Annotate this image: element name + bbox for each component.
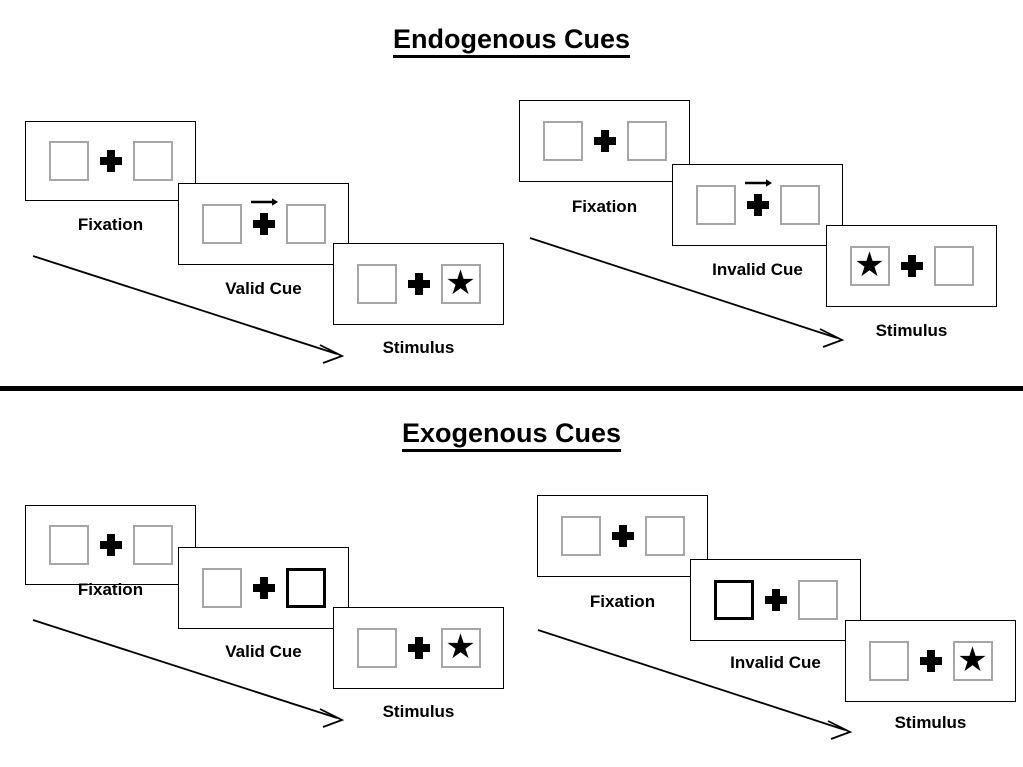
caption-exogenous-invalid-fixation: Fixation <box>589 592 656 611</box>
display-exogenous-valid-cue <box>201 568 326 608</box>
time-flow-arrow-icon <box>32 619 345 728</box>
right-box <box>626 121 667 161</box>
right-box <box>285 204 326 244</box>
left-box <box>356 264 397 304</box>
plus-icon <box>919 650 942 672</box>
section-title-endogenous-text: Endogenous Cues <box>392 24 630 58</box>
display-exogenous-valid-stimulus: ★ <box>356 627 481 668</box>
time-flow-arrow-icon <box>529 237 845 348</box>
star-icon: ★ <box>445 263 476 303</box>
right-box <box>797 580 838 620</box>
panel-endogenous-invalid-stimulus: ★ <box>826 225 997 307</box>
caption-exogenous-valid-cue: Valid Cue <box>225 642 302 661</box>
right-box: ★ <box>440 263 481 304</box>
panel-endogenous-valid-stimulus: ★ <box>333 243 504 325</box>
plus-icon <box>407 273 430 295</box>
panel-exogenous-invalid-stimulus: ★ <box>845 620 1016 702</box>
fixation-cross-slot <box>736 179 780 216</box>
right-box: ★ <box>440 627 481 668</box>
display-endogenous-valid-stimulus: ★ <box>356 263 481 304</box>
panel-exogenous-invalid-fixation <box>537 495 708 577</box>
plus-icon <box>252 213 275 235</box>
plus-icon <box>593 130 616 152</box>
fixation-cross-slot <box>397 637 441 659</box>
fixation-cross-slot <box>890 255 934 277</box>
panel-exogenous-valid-cue <box>178 547 349 629</box>
fixation-cross-slot <box>397 273 441 295</box>
caption-endogenous-valid-cue: Valid Cue <box>225 279 302 298</box>
panel-exogenous-invalid-cue <box>690 559 861 641</box>
right-box <box>132 141 173 181</box>
fixation-cross-slot <box>583 130 627 152</box>
left-box <box>48 525 89 565</box>
display-endogenous-valid-fixation <box>48 141 173 181</box>
display-endogenous-invalid-fixation <box>542 121 667 161</box>
caption-exogenous-invalid-cue: Invalid Cue <box>730 653 821 672</box>
caption-exogenous-valid-stimulus: Stimulus <box>382 702 455 721</box>
star-icon: ★ <box>854 245 885 285</box>
left-box <box>542 121 583 161</box>
section-divider <box>0 386 1023 391</box>
plus-icon <box>746 194 769 216</box>
caption-exogenous-invalid-stimulus: Stimulus <box>894 713 967 732</box>
left-box <box>356 628 397 668</box>
plus-icon <box>99 534 122 556</box>
fixation-cross-slot <box>89 534 133 556</box>
display-exogenous-invalid-stimulus: ★ <box>868 640 993 681</box>
caption-endogenous-valid-stimulus: Stimulus <box>382 338 455 357</box>
fixation-cross-slot <box>754 589 798 611</box>
panel-endogenous-valid-cue <box>178 183 349 265</box>
panel-exogenous-valid-stimulus: ★ <box>333 607 504 689</box>
section-title-exogenous-text: Exogenous Cues <box>401 418 622 452</box>
caption-exogenous-valid-fixation: Fixation <box>77 580 144 599</box>
fixation-cross-slot <box>242 198 286 235</box>
display-exogenous-valid-fixation <box>48 525 173 565</box>
left-box <box>695 185 736 225</box>
left-box-cued <box>713 580 754 620</box>
right-box <box>644 516 685 556</box>
plus-icon <box>764 589 787 611</box>
display-exogenous-invalid-fixation <box>560 516 685 556</box>
section-title-endogenous: Endogenous Cues <box>0 24 1023 58</box>
caption-endogenous-valid-fixation: Fixation <box>77 215 144 234</box>
panel-endogenous-valid-fixation <box>25 121 196 201</box>
arrow-right-icon <box>250 198 278 206</box>
panel-endogenous-invalid-cue <box>672 164 843 246</box>
right-box <box>132 525 173 565</box>
display-endogenous-invalid-stimulus: ★ <box>849 245 974 286</box>
fixation-cross-slot <box>601 525 645 547</box>
right-box-cued <box>285 568 326 608</box>
star-icon: ★ <box>445 627 476 667</box>
right-box <box>933 246 974 286</box>
arrow-right-icon <box>744 179 772 187</box>
display-endogenous-invalid-cue <box>695 179 820 225</box>
display-endogenous-valid-cue <box>201 198 326 244</box>
plus-icon <box>611 525 634 547</box>
caption-endogenous-invalid-cue: Invalid Cue <box>712 260 803 279</box>
left-box <box>201 568 242 608</box>
plus-icon <box>99 150 122 172</box>
left-box <box>560 516 601 556</box>
caption-endogenous-invalid-stimulus: Stimulus <box>875 321 948 340</box>
left-box <box>868 641 909 681</box>
right-box <box>779 185 820 225</box>
time-flow-arrow-icon <box>32 255 345 364</box>
plus-icon <box>407 637 430 659</box>
star-icon: ★ <box>957 640 988 680</box>
fixation-cross-slot <box>89 150 133 172</box>
left-box <box>201 204 242 244</box>
plus-icon <box>252 577 275 599</box>
caption-endogenous-invalid-fixation: Fixation <box>571 197 638 216</box>
section-title-exogenous: Exogenous Cues <box>0 418 1023 452</box>
plus-icon <box>900 255 923 277</box>
left-box: ★ <box>849 245 890 286</box>
panel-endogenous-invalid-fixation <box>519 100 690 182</box>
right-box: ★ <box>952 640 993 681</box>
display-exogenous-invalid-cue <box>713 580 838 620</box>
left-box <box>48 141 89 181</box>
fixation-cross-slot <box>242 577 286 599</box>
panel-exogenous-valid-fixation <box>25 505 196 585</box>
fixation-cross-slot <box>909 650 953 672</box>
